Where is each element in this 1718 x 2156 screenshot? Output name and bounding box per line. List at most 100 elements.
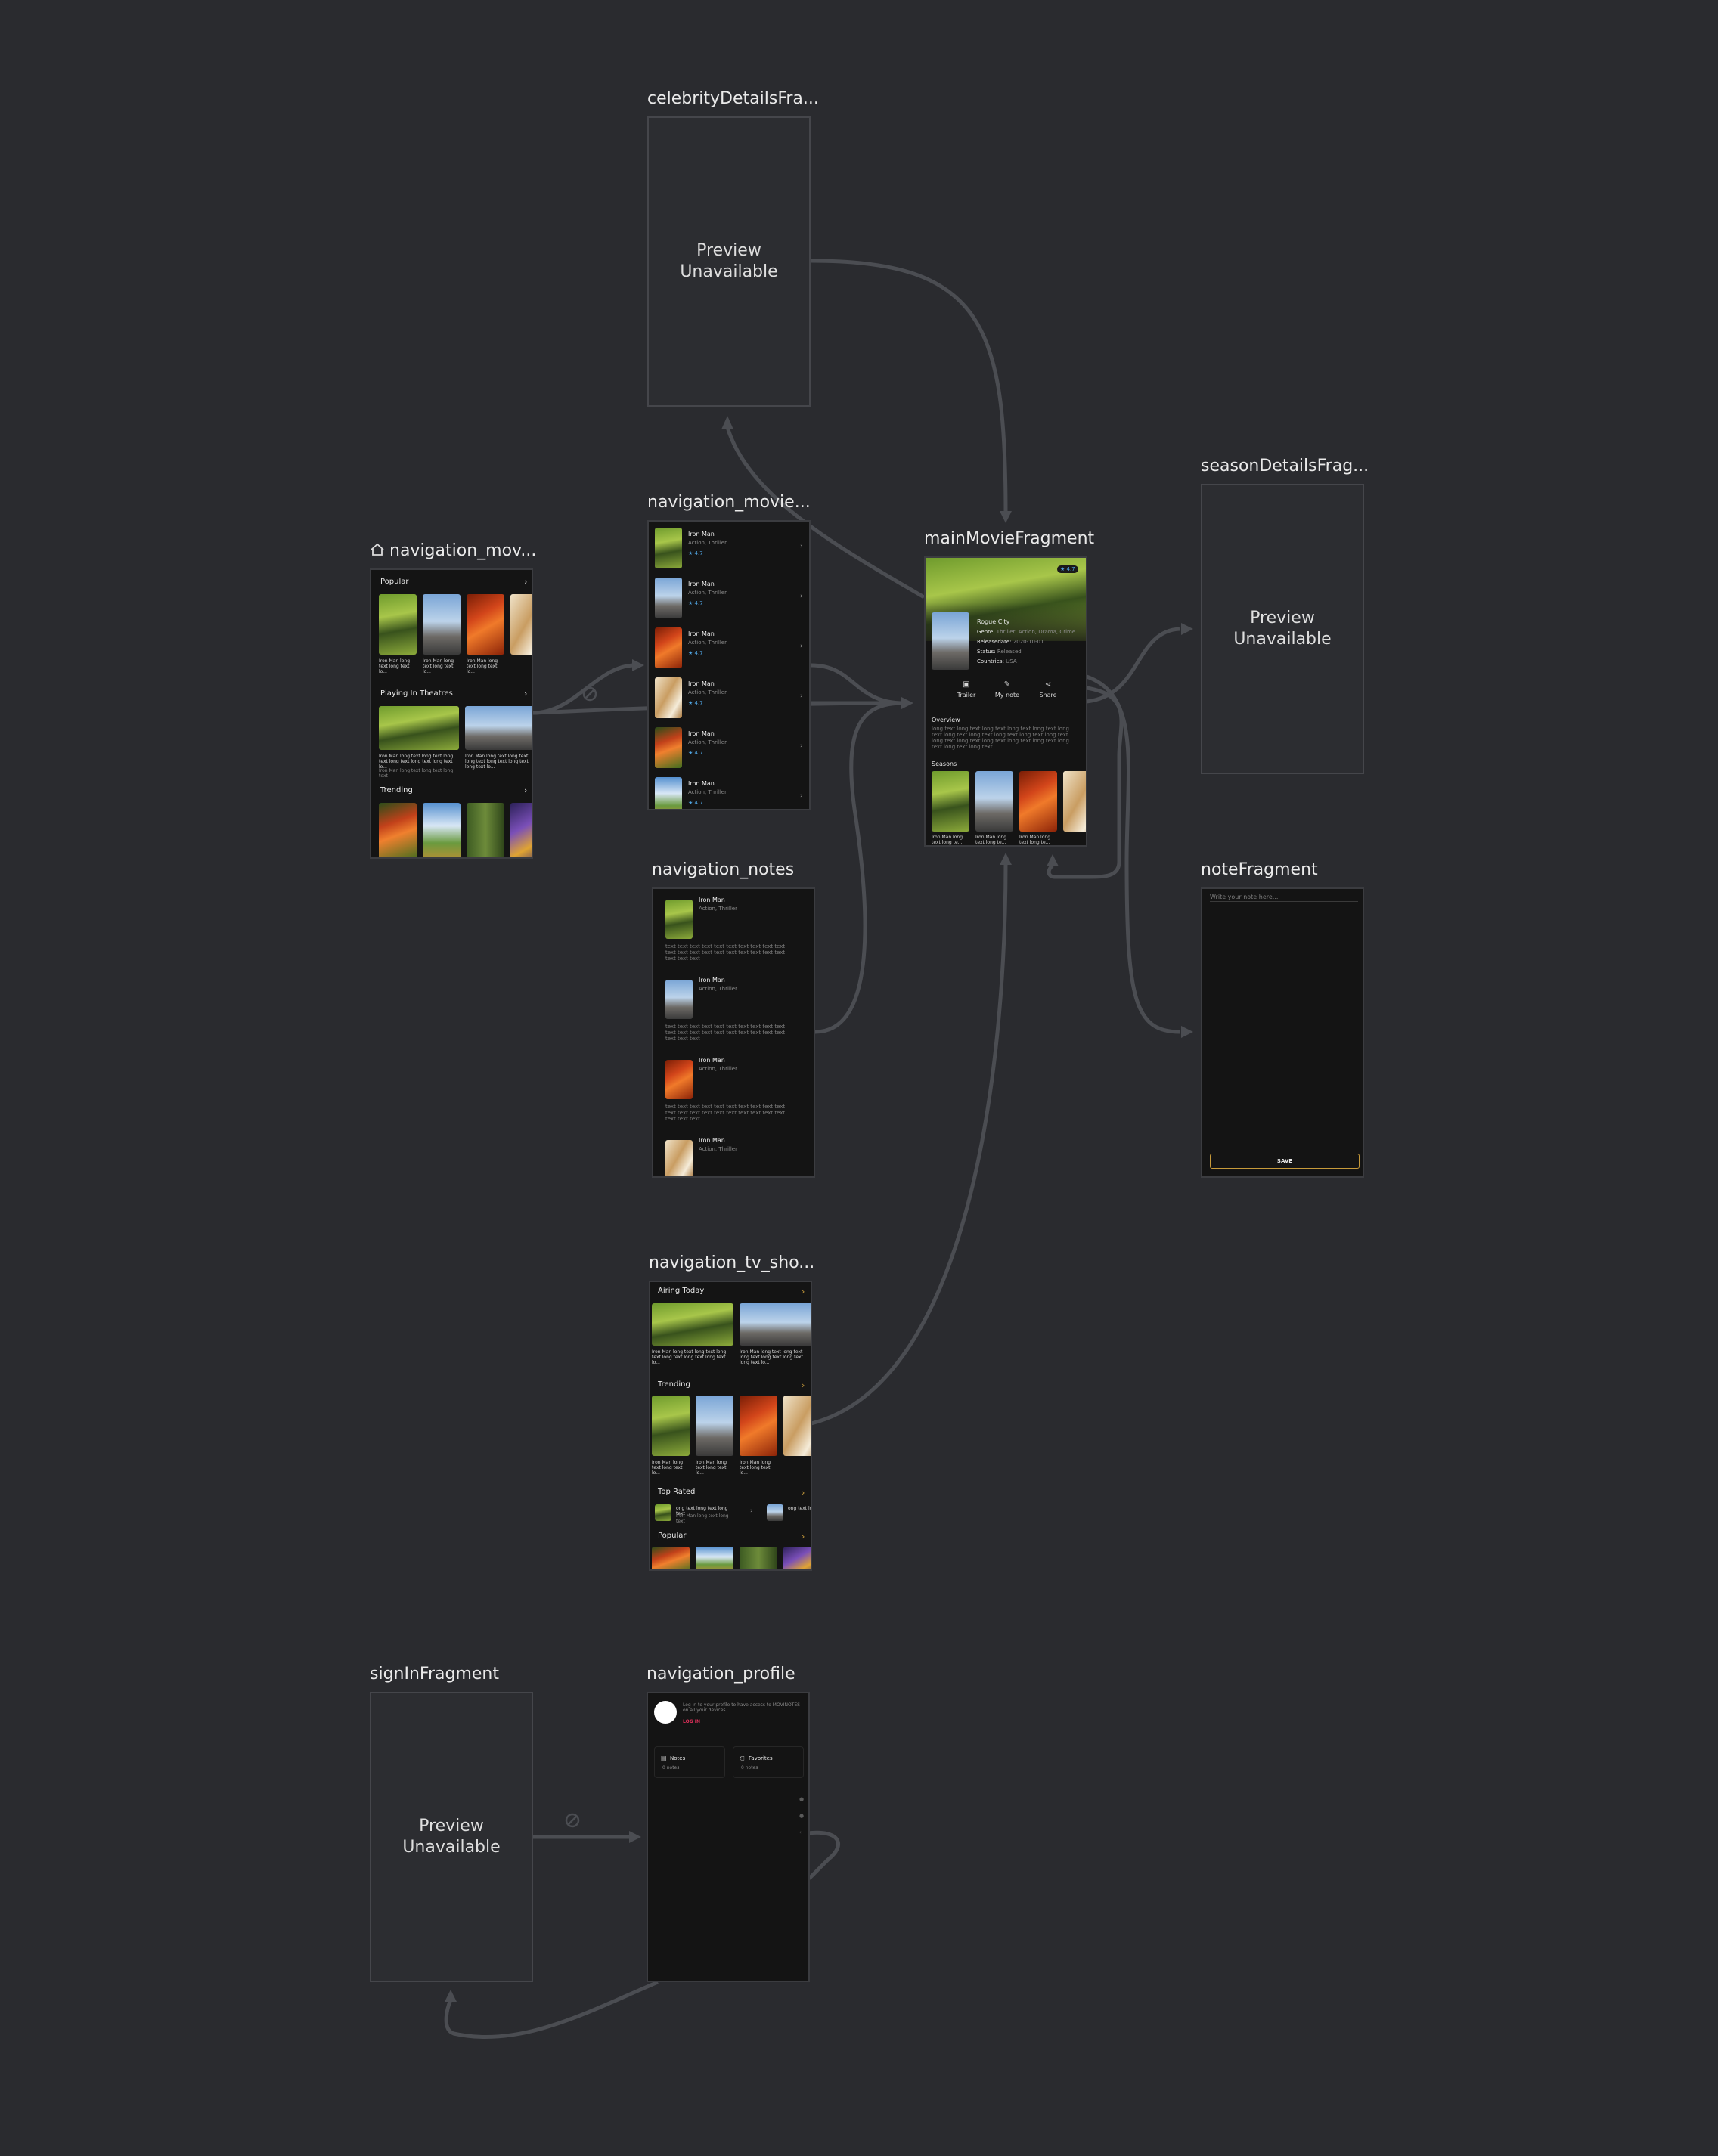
chevron-right-icon: › — [800, 692, 803, 700]
poster[interactable] — [467, 594, 504, 655]
chevron-right-icon[interactable]: › — [524, 577, 528, 587]
screen-note-fragment[interactable]: Write your note here... SAVE — [1201, 887, 1364, 1178]
poster[interactable] — [696, 1547, 733, 1569]
season-poster[interactable] — [975, 771, 1013, 832]
poster[interactable] — [423, 803, 461, 857]
poster[interactable] — [652, 1396, 690, 1456]
poster[interactable] — [740, 1547, 777, 1569]
thumbnail[interactable] — [767, 1504, 783, 1521]
poster[interactable] — [510, 594, 532, 655]
season-poster[interactable] — [1019, 771, 1057, 832]
share-button[interactable]: ⋖Share — [1033, 680, 1063, 699]
poster[interactable] — [783, 1547, 811, 1569]
note-movie-title: Iron Man — [699, 897, 725, 903]
edge-list-to-main-a[interactable] — [811, 663, 904, 705]
backdrop[interactable] — [379, 706, 459, 750]
settings-row-icon[interactable]: ● — [799, 1796, 805, 1802]
screen-title-profile: navigation_profile — [647, 1665, 795, 1684]
trailer-button[interactable]: ▣Trailer — [951, 680, 981, 699]
notes-icon: ▤ — [661, 1755, 667, 1761]
edge-notes-to-main[interactable] — [814, 701, 904, 1034]
edit-note-icon: ✎ — [1003, 680, 1011, 689]
settings-row-icon[interactable]: ● — [799, 1813, 805, 1819]
chevron-right-icon[interactable]: › — [524, 689, 528, 699]
chevron-right-icon[interactable]: › — [802, 1287, 805, 1296]
edge-celebrity-to-main[interactable] — [811, 259, 1008, 515]
chevron-right-icon[interactable]: › — [802, 1380, 805, 1390]
genre-label: Genre: — [977, 629, 995, 635]
poster[interactable] — [467, 803, 504, 857]
star-icon: ★ — [688, 800, 695, 806]
avatar[interactable] — [654, 1701, 677, 1724]
arrowhead — [901, 697, 913, 709]
edge-tv-to-main[interactable] — [811, 861, 1008, 1426]
chevron-right-icon: › — [800, 643, 803, 650]
edge-main-to-season[interactable] — [1086, 627, 1180, 704]
poster[interactable] — [379, 803, 417, 857]
screen-signin[interactable]: Preview Unavailable — [370, 1692, 533, 1982]
screen-season-details[interactable]: Preview Unavailable — [1201, 484, 1364, 774]
backdrop[interactable] — [740, 1303, 811, 1346]
poster[interactable] — [423, 594, 461, 655]
chevron-right-icon[interactable]: › — [524, 785, 528, 795]
poster[interactable] — [510, 803, 532, 857]
section-airing-today: Airing Today — [658, 1287, 705, 1295]
chevron-right-icon[interactable]: › — [802, 1532, 805, 1541]
edge-profile-self-loop[interactable] — [807, 1830, 840, 1880]
login-link[interactable]: LOG IN — [683, 1719, 700, 1724]
poster — [665, 1140, 693, 1176]
thumbnail[interactable] — [655, 1504, 671, 1521]
edge-profile-to-signin[interactable] — [444, 1980, 659, 2040]
share-row-icon[interactable]: ‹ — [799, 1829, 802, 1835]
rating-value: 4.7 — [694, 700, 703, 706]
backdrop[interactable] — [652, 1303, 733, 1346]
edge-main-to-note[interactable] — [1086, 674, 1180, 1034]
movie-rating: ★ 4.7 — [688, 800, 703, 806]
save-button[interactable]: SAVE — [1210, 1154, 1360, 1169]
section-top-rated: Top Rated — [658, 1488, 696, 1496]
screen-celebrity-details[interactable]: Preview Unavailable — [647, 116, 811, 407]
poster[interactable] — [379, 594, 417, 655]
poster[interactable] — [740, 1396, 777, 1456]
more-options-icon[interactable]: ⋮ — [802, 1058, 808, 1066]
favorites-card[interactable]: ⎗ Favorites 0 notes — [733, 1746, 804, 1778]
movie-title: Iron Man — [688, 780, 715, 787]
my-note-button[interactable]: ✎My note — [992, 680, 1022, 699]
poster[interactable] — [783, 1396, 811, 1456]
chevron-right-icon[interactable]: › — [802, 1488, 805, 1498]
more-options-icon[interactable]: ⋮ — [802, 978, 808, 986]
movie-genre: Action, Thriller — [688, 540, 727, 546]
more-options-icon[interactable]: ⋮ — [802, 898, 808, 906]
more-options-icon[interactable]: ⋮ — [802, 1138, 808, 1146]
screen-title-tv-shows: navigation_tv_sho... — [649, 1253, 815, 1272]
edge-home-to-list[interactable] — [532, 663, 636, 715]
note-input[interactable]: Write your note here... — [1210, 894, 1279, 900]
season-poster[interactable] — [932, 771, 969, 832]
season-caption: Iron Man long text long te... — [975, 835, 1006, 845]
chevron-right-icon[interactable]: › — [750, 1507, 753, 1515]
screen-main-movie[interactable]: ★ 4.7 Rogue City Genre: Thriller, Action… — [924, 556, 1087, 847]
poster[interactable] — [696, 1396, 733, 1456]
movie-title: Iron Man — [688, 730, 715, 737]
poster[interactable] — [652, 1547, 690, 1569]
screen-movies-home[interactable]: Popular › Iron Man long text long text l… — [370, 568, 533, 859]
note-movie-genre: Action, Thriller — [699, 1066, 737, 1072]
arrowhead — [1047, 854, 1059, 866]
screen-tv-shows[interactable]: Airing Today › Iron Man long text long t… — [649, 1281, 812, 1571]
notes-card[interactable]: ▤ Notes 0 notes — [654, 1746, 725, 1778]
backdrop[interactable] — [465, 706, 532, 750]
season-poster[interactable] — [1063, 771, 1086, 832]
screen-profile[interactable]: Log in to your profile to have access to… — [647, 1692, 810, 1982]
